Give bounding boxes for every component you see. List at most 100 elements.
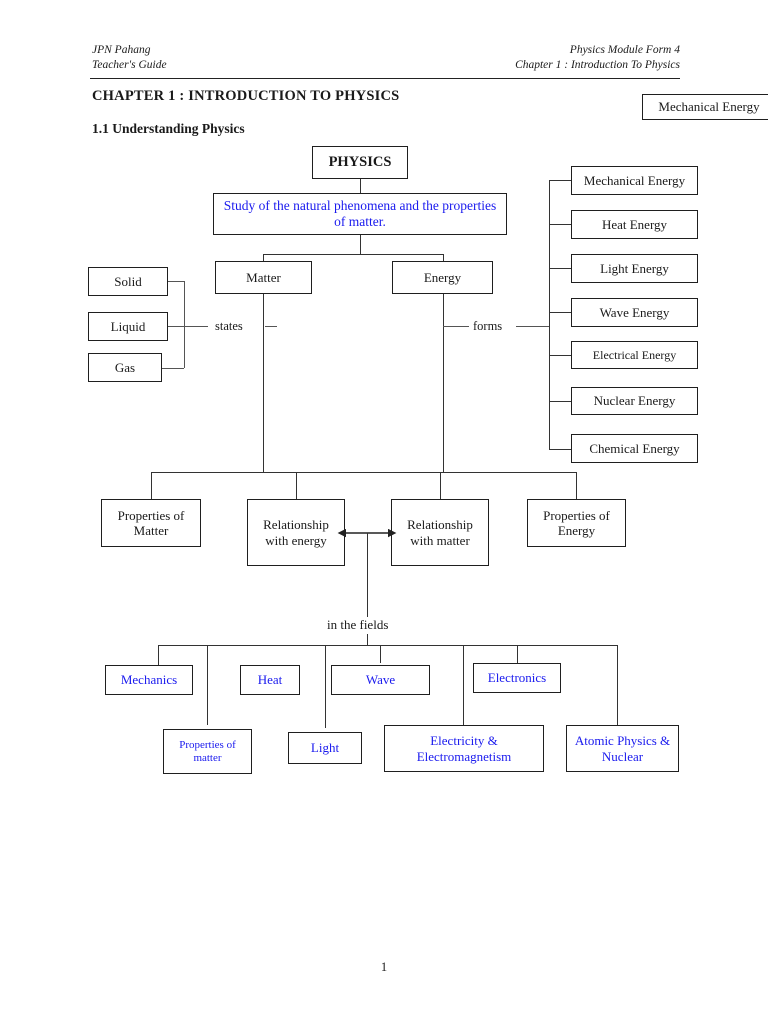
node-relationship-with-matter: Relationship with matter xyxy=(391,499,489,566)
node-energy-wave: Wave Energy xyxy=(571,298,698,327)
connector-drop-electronics xyxy=(517,645,518,663)
connector-arrow-to-fields xyxy=(367,533,368,617)
node-energy-nuclear: Nuclear Energy xyxy=(571,387,698,415)
connector-matter-trunk xyxy=(263,294,264,472)
node-energy-wave-label: Wave Energy xyxy=(599,304,670,320)
node-field-atomic-physics-nuclear: Atomic Physics & Nuclear xyxy=(566,725,679,772)
connector-stub-light xyxy=(549,268,571,269)
connector-drop-properties-matter xyxy=(151,472,152,499)
connector-gas-spine xyxy=(162,368,184,369)
connector-solid-spine xyxy=(168,281,184,282)
connector-energy-trunk xyxy=(443,294,444,472)
node-properties-of-energy-label: Properties of Energy xyxy=(543,507,610,538)
node-energy-chemical-label: Chemical Energy xyxy=(589,440,680,456)
node-field-electricity-electromagnetism-label: Electricity & Electromagnetism xyxy=(416,733,512,764)
connector-forms-spine xyxy=(549,180,550,449)
connector-fields-bus xyxy=(158,645,617,646)
node-field-properties-of-matter: Properties of matter xyxy=(163,729,252,774)
node-energy-heat: Heat Energy xyxy=(571,210,698,239)
header-left: JPN Pahang Teacher's Guide xyxy=(92,43,167,73)
connector-drop-energy xyxy=(443,254,444,261)
connector-drop-electricity xyxy=(463,645,464,725)
chapter-heading: CHAPTER 1 : INTRODUCTION TO PHYSICS xyxy=(92,88,400,104)
connector-states-dash xyxy=(265,326,277,327)
connector-drop-properties-energy xyxy=(576,472,577,499)
node-state-solid-label: Solid xyxy=(114,273,142,289)
connector-drop-wave xyxy=(380,645,381,663)
connector-stub-mechanical xyxy=(549,180,571,181)
node-properties-of-matter-label: Properties of Matter xyxy=(117,507,185,538)
node-energy-electrical: Electrical Energy xyxy=(571,341,698,369)
node-field-heat: Heat xyxy=(240,665,300,695)
node-physics: PHYSICS xyxy=(312,146,408,179)
node-field-properties-of-matter-label: Properties of matter xyxy=(179,738,236,764)
node-energy: Energy xyxy=(392,261,493,294)
node-physics-label: PHYSICS xyxy=(328,153,392,170)
node-field-atomic-physics-nuclear-label: Atomic Physics & Nuclear xyxy=(574,733,671,764)
connector-drop-atomic-physics xyxy=(617,645,618,725)
bidirectional-arrow-icon xyxy=(337,528,397,538)
header-left-line2: Teacher's Guide xyxy=(92,59,167,71)
node-relationship-with-energy: Relationship with energy xyxy=(247,499,345,566)
header-right-line2: Chapter 1 : Introduction To Physics xyxy=(515,59,680,71)
node-matter-label: Matter xyxy=(246,269,281,285)
node-energy-light: Light Energy xyxy=(571,254,698,283)
connector-stub-electrical xyxy=(549,355,571,356)
node-energy-electrical-label: Electrical Energy xyxy=(592,347,677,362)
node-field-electronics: Electronics xyxy=(473,663,561,693)
label-forms: forms xyxy=(473,319,503,333)
header-right: Physics Module Form 4 Chapter 1 : Introd… xyxy=(515,43,680,73)
connector-split-bus xyxy=(263,254,443,255)
connector-drop-light xyxy=(325,645,326,728)
node-field-wave-label: Wave xyxy=(365,672,396,688)
connector-energy-forms-dash-left xyxy=(443,326,469,327)
label-states: states xyxy=(215,319,243,333)
connector-stub-nuclear xyxy=(549,401,571,402)
connector-liquid-spine xyxy=(168,326,208,327)
connector-definition-down xyxy=(360,235,361,254)
connector-drop-properties-of-matter-field xyxy=(207,645,208,725)
node-relationship-with-energy-label: Relationship with energy xyxy=(263,517,329,548)
connector-physics-definition xyxy=(360,179,361,193)
node-field-electronics-label: Electronics xyxy=(487,670,547,686)
node-state-liquid-label: Liquid xyxy=(110,318,146,334)
section-heading: 1.1 Understanding Physics xyxy=(92,121,245,136)
node-properties-of-energy: Properties of Energy xyxy=(527,499,626,547)
connector-states-spine xyxy=(184,281,185,368)
stray-mechanical-energy-box: Mechanical Energy xyxy=(642,94,768,120)
label-in-the-fields: in the fields xyxy=(327,617,389,632)
header-left-line1: JPN Pahang xyxy=(92,44,151,56)
node-field-light: Light xyxy=(288,732,362,764)
connector-drop-rel-matter xyxy=(440,472,441,499)
page-number: 1 xyxy=(380,960,388,974)
node-energy-label: Energy xyxy=(423,269,462,285)
node-properties-of-matter: Properties of Matter xyxy=(101,499,201,547)
node-field-light-label: Light xyxy=(310,740,340,756)
node-energy-mechanical: Mechanical Energy xyxy=(571,166,698,195)
header-divider xyxy=(90,78,680,79)
node-state-solid: Solid xyxy=(88,267,168,296)
connector-drop-matter xyxy=(263,254,264,261)
node-energy-light-label: Light Energy xyxy=(600,260,669,276)
connector-stub-heat xyxy=(549,224,571,225)
node-state-gas: Gas xyxy=(88,353,162,382)
node-field-electricity-electromagnetism: Electricity & Electromagnetism xyxy=(384,725,544,772)
node-matter: Matter xyxy=(215,261,312,294)
node-energy-mechanical-label: Mechanical Energy xyxy=(583,172,686,188)
node-energy-heat-label: Heat Energy xyxy=(601,216,668,232)
header-right-line1: Physics Module Form 4 xyxy=(569,44,680,56)
node-energy-chemical: Chemical Energy xyxy=(571,434,698,463)
connector-fields-down xyxy=(367,634,368,645)
node-field-mechanics: Mechanics xyxy=(105,665,193,695)
node-field-mechanics-label: Mechanics xyxy=(120,672,178,688)
node-definition: Study of the natural phenomena and the p… xyxy=(213,193,507,235)
connector-stub-wave xyxy=(549,312,571,313)
node-energy-nuclear-label: Nuclear Energy xyxy=(593,393,676,409)
connector-drop-rel-energy xyxy=(296,472,297,499)
node-field-wave: Wave xyxy=(331,665,430,695)
node-state-gas-label: Gas xyxy=(114,359,136,375)
connector-drop-mechanics xyxy=(158,645,159,665)
connector-energy-forms-dash-right xyxy=(516,326,550,327)
node-definition-label: Study of the natural phenomena and the p… xyxy=(223,198,497,229)
